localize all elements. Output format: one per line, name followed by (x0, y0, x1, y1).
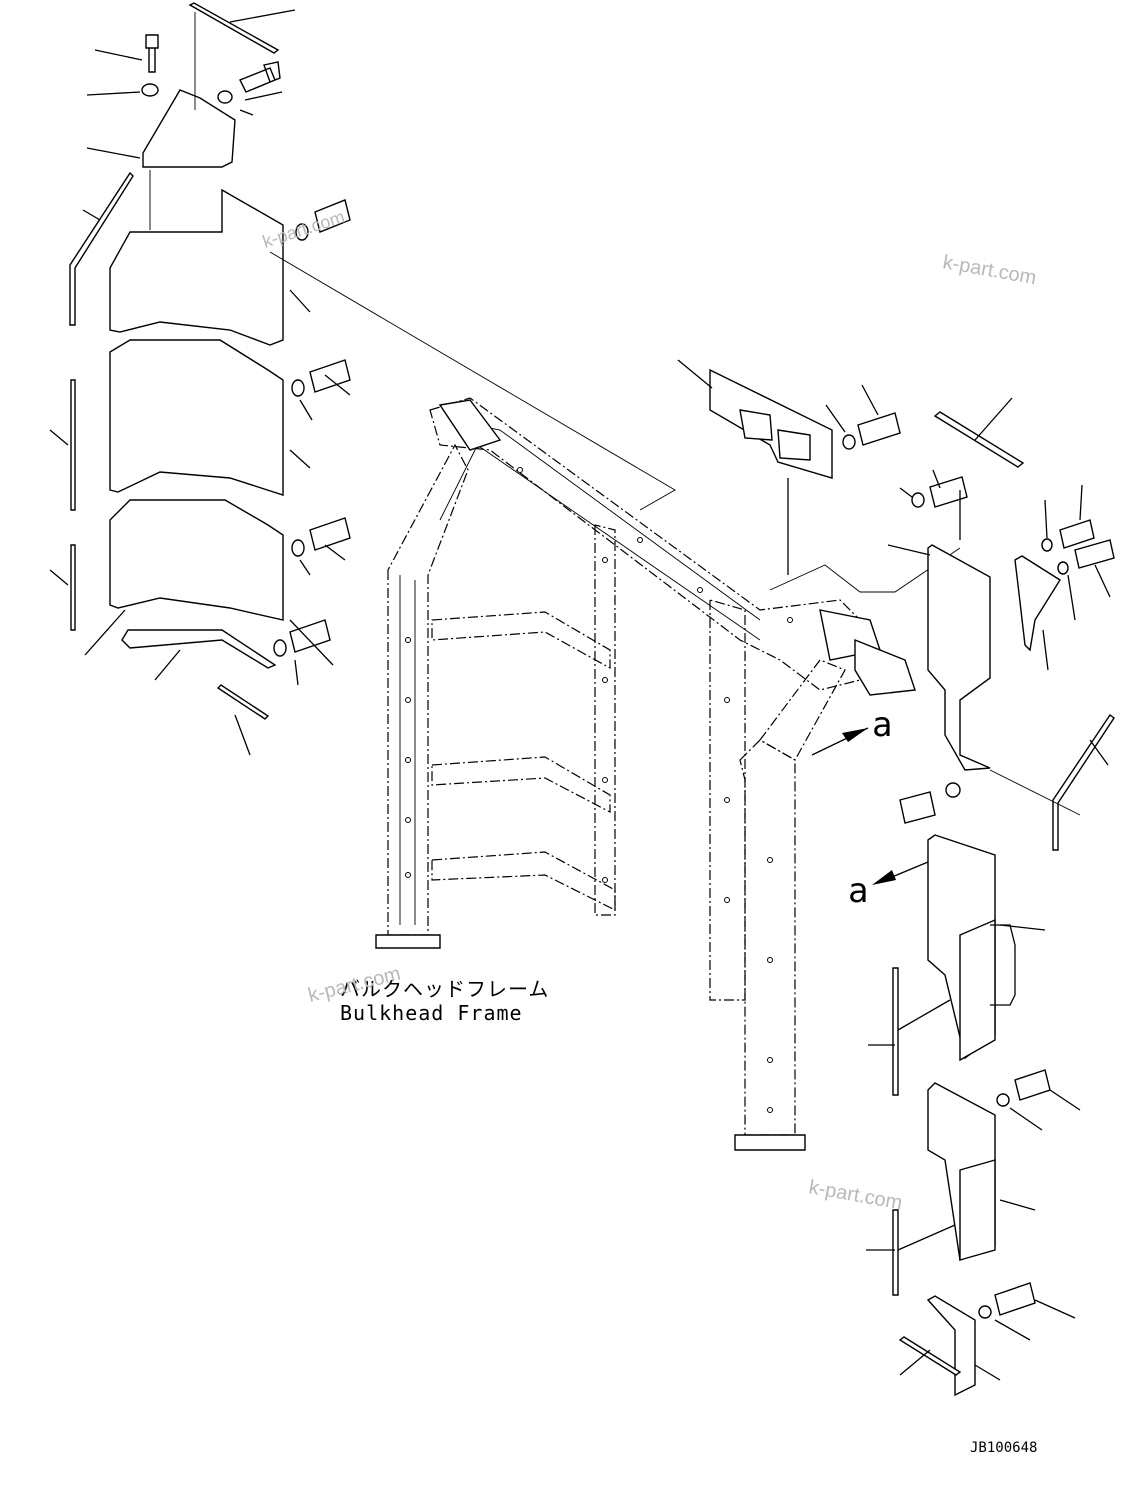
right-cover-assembly (811, 397, 1115, 1397)
watermark-4: k-part.com (807, 1176, 904, 1214)
bulkhead-frame (375, 397, 916, 1151)
frame-label-japanese: バルクヘッドフレーム (340, 977, 549, 1001)
view-marker-lower: a (848, 871, 868, 911)
top-plate-assembly (677, 359, 961, 593)
drawing-number: JB100648 (970, 1440, 1037, 1456)
view-marker-upper: a (872, 705, 892, 745)
watermark-1: k-part.com (260, 207, 347, 252)
watermark-2: k-part.com (941, 251, 1038, 289)
left-cover-assembly (49, 2, 676, 756)
frame-label-english: Bulkhead Frame (340, 1001, 523, 1025)
